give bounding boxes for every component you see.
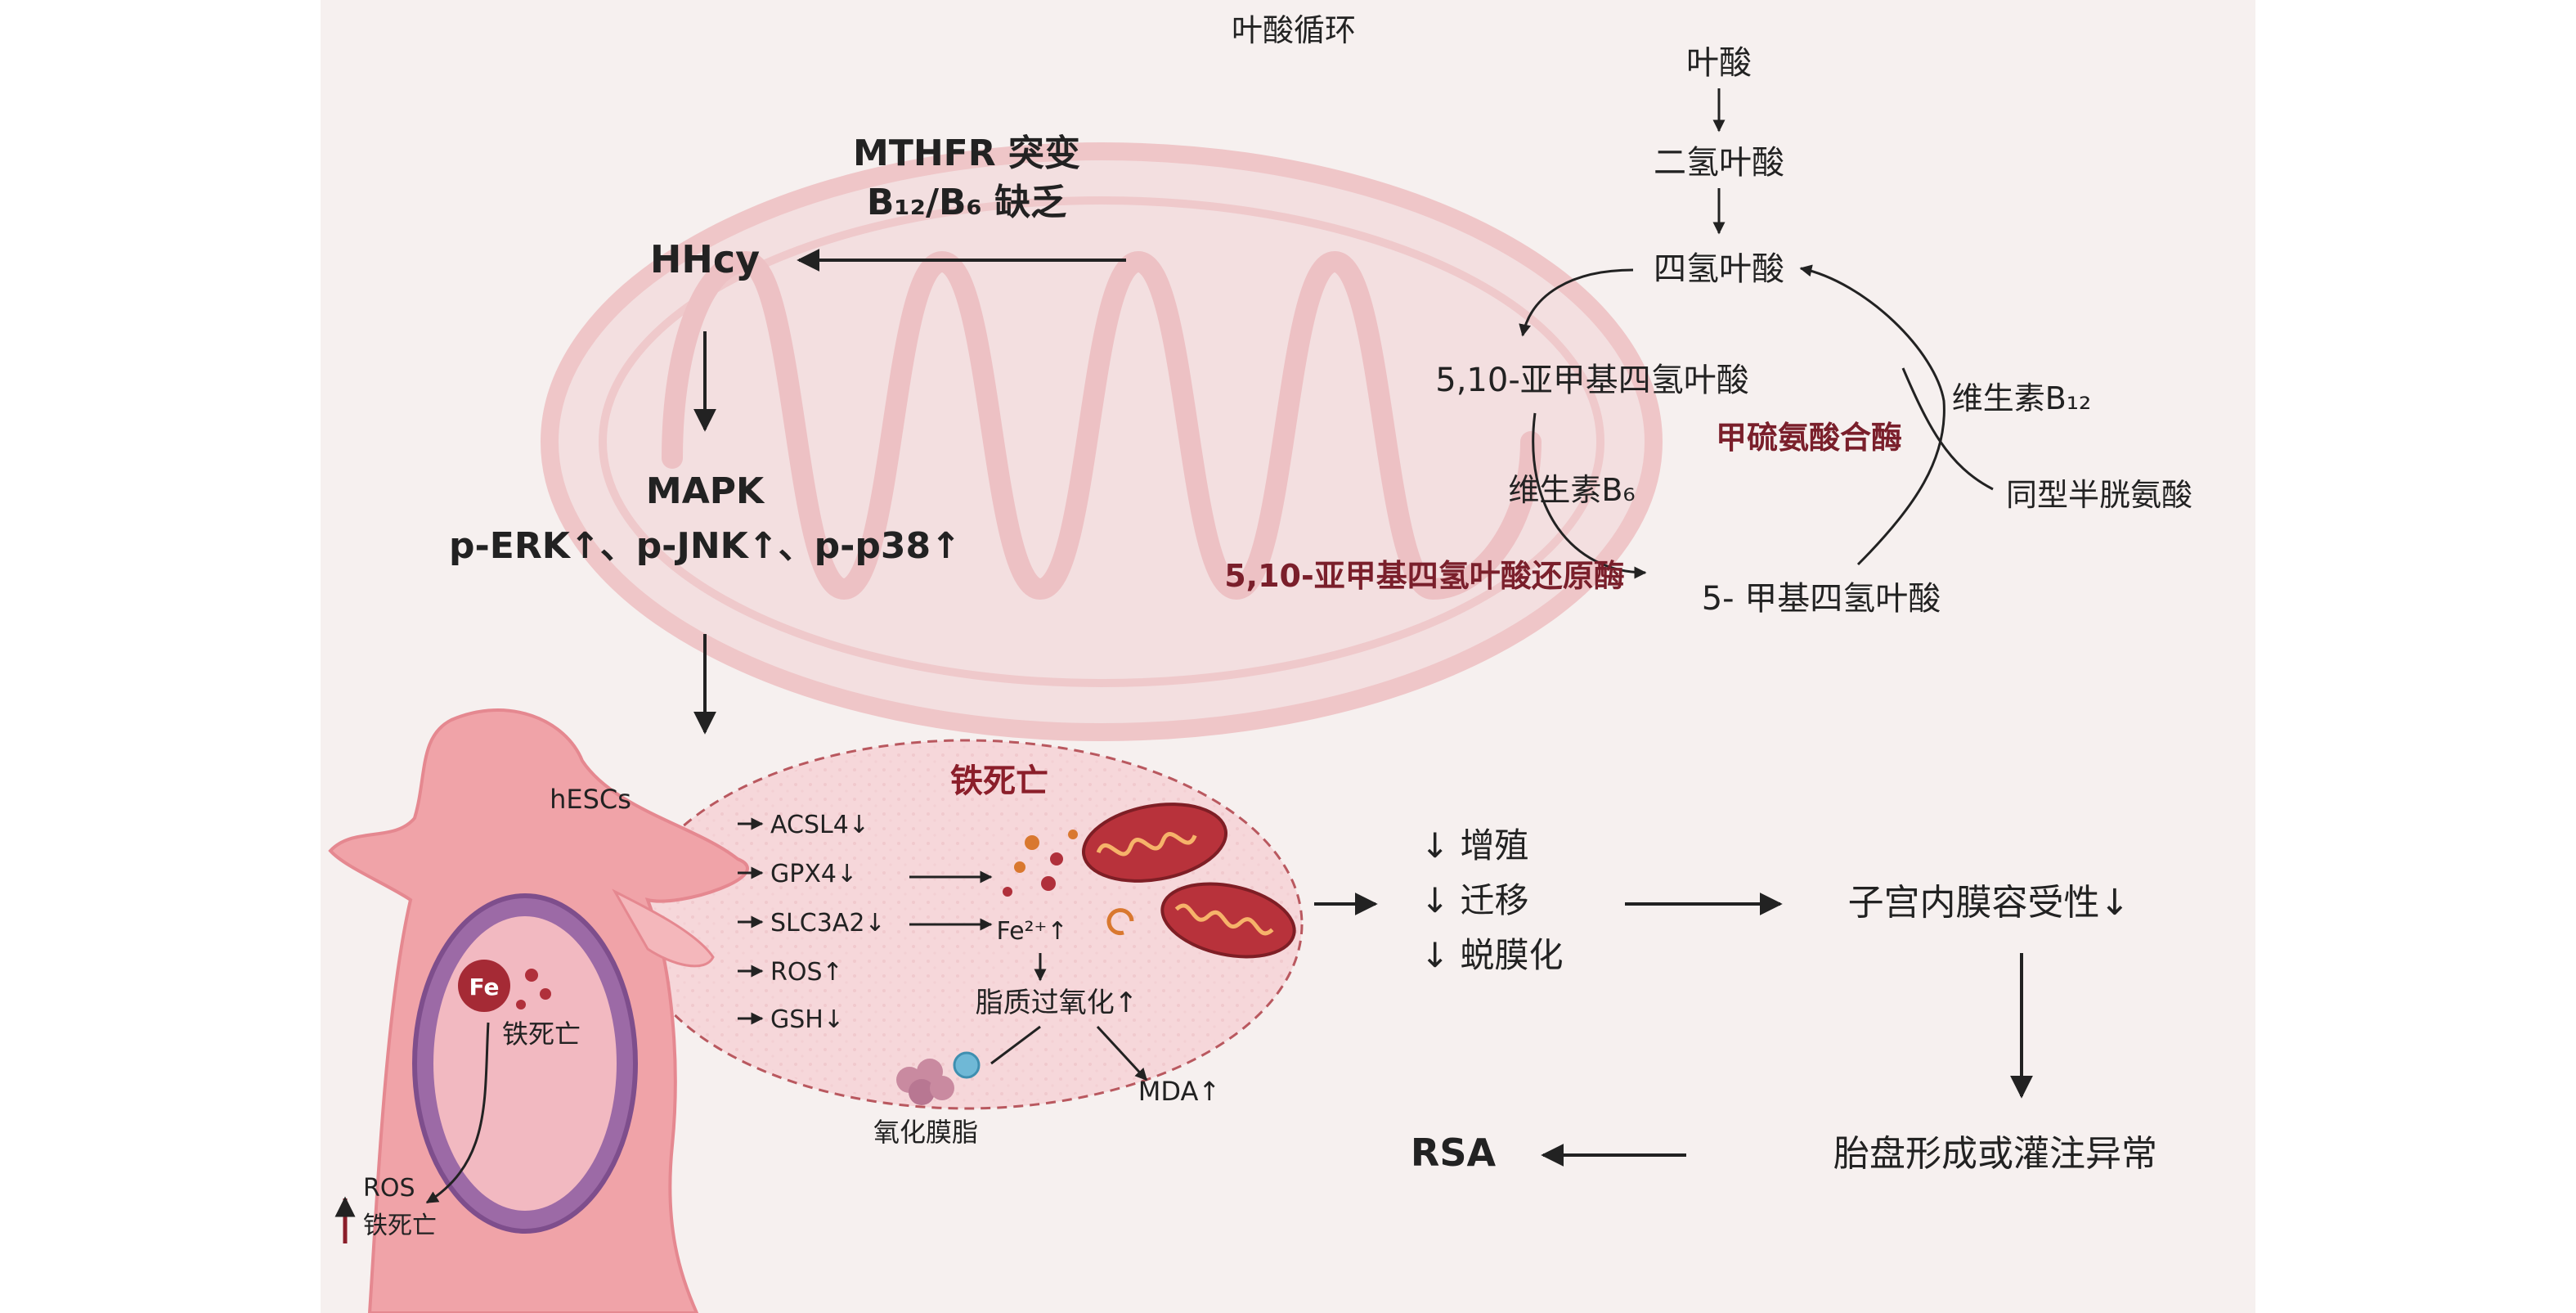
arrow-thf-to-methylene	[1519, 268, 1634, 337]
arrow-methylene-to-methyl	[1532, 412, 1647, 579]
arrow-to-ros	[425, 1022, 490, 1204]
mthfr-enzyme-label: 5,10-亚甲基四氢叶酸还原酶	[1224, 558, 1625, 594]
receptivity-label: 子宫内膜容受性↓	[1848, 882, 2130, 924]
ros-label: ROS	[363, 1174, 415, 1203]
ferroptosis-title: 铁死亡	[950, 762, 1048, 800]
mitochondrion-illustration	[541, 142, 1663, 741]
arrow-lipid-to-mda	[1096, 1025, 1148, 1081]
methionine-synthase-label: 甲硫氨酸合酶	[1716, 420, 1902, 456]
fe-label: Fe	[469, 974, 500, 1000]
marker-list: ACSL4↓ GPX4↓ SLC3A2↓ ROS↑ GSH↓	[738, 811, 886, 1034]
diagram-canvas: 叶酸循环 叶酸 二氢叶酸 四氢叶酸 5,10-亚甲基四氢叶酸 维生素B₆ 5- …	[321, 0, 2255, 1313]
dhf-label: 二氢叶酸	[1654, 144, 1784, 182]
thf-label: 四氢叶酸	[1654, 250, 1784, 288]
methyl-thf-label: 5- 甲基四氢叶酸	[1702, 580, 1941, 618]
mitochondria-icons	[1081, 803, 1296, 959]
vitamin-b12-label: 维生素B₁₂	[1952, 380, 2092, 416]
hhcy-label: HHcy	[650, 237, 760, 281]
hescs-label: hESCs	[550, 784, 631, 815]
oxidized-lipid-label: 氧化膜脂	[873, 1117, 978, 1148]
arrow-methyl-to-thf	[1799, 264, 1945, 566]
rsa-label: RSA	[1411, 1131, 1497, 1175]
mapk-markers: p-ERK↑、p-JNK↑、p-p38↑	[449, 525, 961, 567]
fe-ion-label: Fe²⁺↑	[996, 917, 1067, 946]
outcome-proliferation: ↓ 增殖	[1420, 825, 1529, 866]
mda-label: MDA↑	[1138, 1076, 1220, 1107]
diagram-title: 叶酸循环	[1232, 12, 1356, 48]
pathway-diagram: 叶酸循环 叶酸 二氢叶酸 四氢叶酸 5,10-亚甲基四氢叶酸 维生素B₆ 5- …	[328, 12, 2192, 1313]
cause-line-1: MTHFR 突变	[853, 133, 1080, 174]
cause-line-2: B₁₂/B₆ 缺乏	[867, 182, 1066, 223]
outcome-decidualization: ↓ 蜕膜化	[1420, 935, 1564, 975]
placenta-label: 胎盘形成或灌注异常	[1833, 1133, 2157, 1175]
oxidized-lipid-icon	[896, 1051, 981, 1105]
homocysteine-label: 同型半胱氨酸	[2006, 477, 2192, 513]
lipid-peroxidation-label: 脂质过氧化↑	[976, 987, 1138, 1019]
folic-acid-label: 叶酸	[1686, 44, 1752, 82]
marker-gsh: GSH↓	[770, 1005, 844, 1034]
homocysteine-branch	[1901, 367, 1994, 491]
outcome-migration: ↓ 迁移	[1420, 880, 1529, 920]
methylene-thf-label: 5,10-亚甲基四氢叶酸	[1435, 362, 1749, 399]
iron-swirl-icon	[1106, 908, 1134, 936]
vitamin-b6-label: 维生素B₆	[1508, 472, 1635, 508]
mapk-label: MAPK	[646, 470, 765, 512]
bottom-ferroptosis-label: 铁死亡	[363, 1212, 437, 1240]
marker-ros: ROS↑	[770, 958, 843, 987]
marker-gpx4: GPX4↓	[770, 860, 857, 888]
marker-slc3a2: SLC3A2↓	[770, 909, 886, 938]
lipid-branch-line	[990, 1025, 1041, 1065]
fe-particle	[458, 960, 510, 1012]
inner-ferroptosis-label: 铁死亡	[502, 1018, 581, 1050]
marker-acsl4: ACSL4↓	[770, 811, 869, 839]
iron-particles	[1003, 830, 1078, 897]
